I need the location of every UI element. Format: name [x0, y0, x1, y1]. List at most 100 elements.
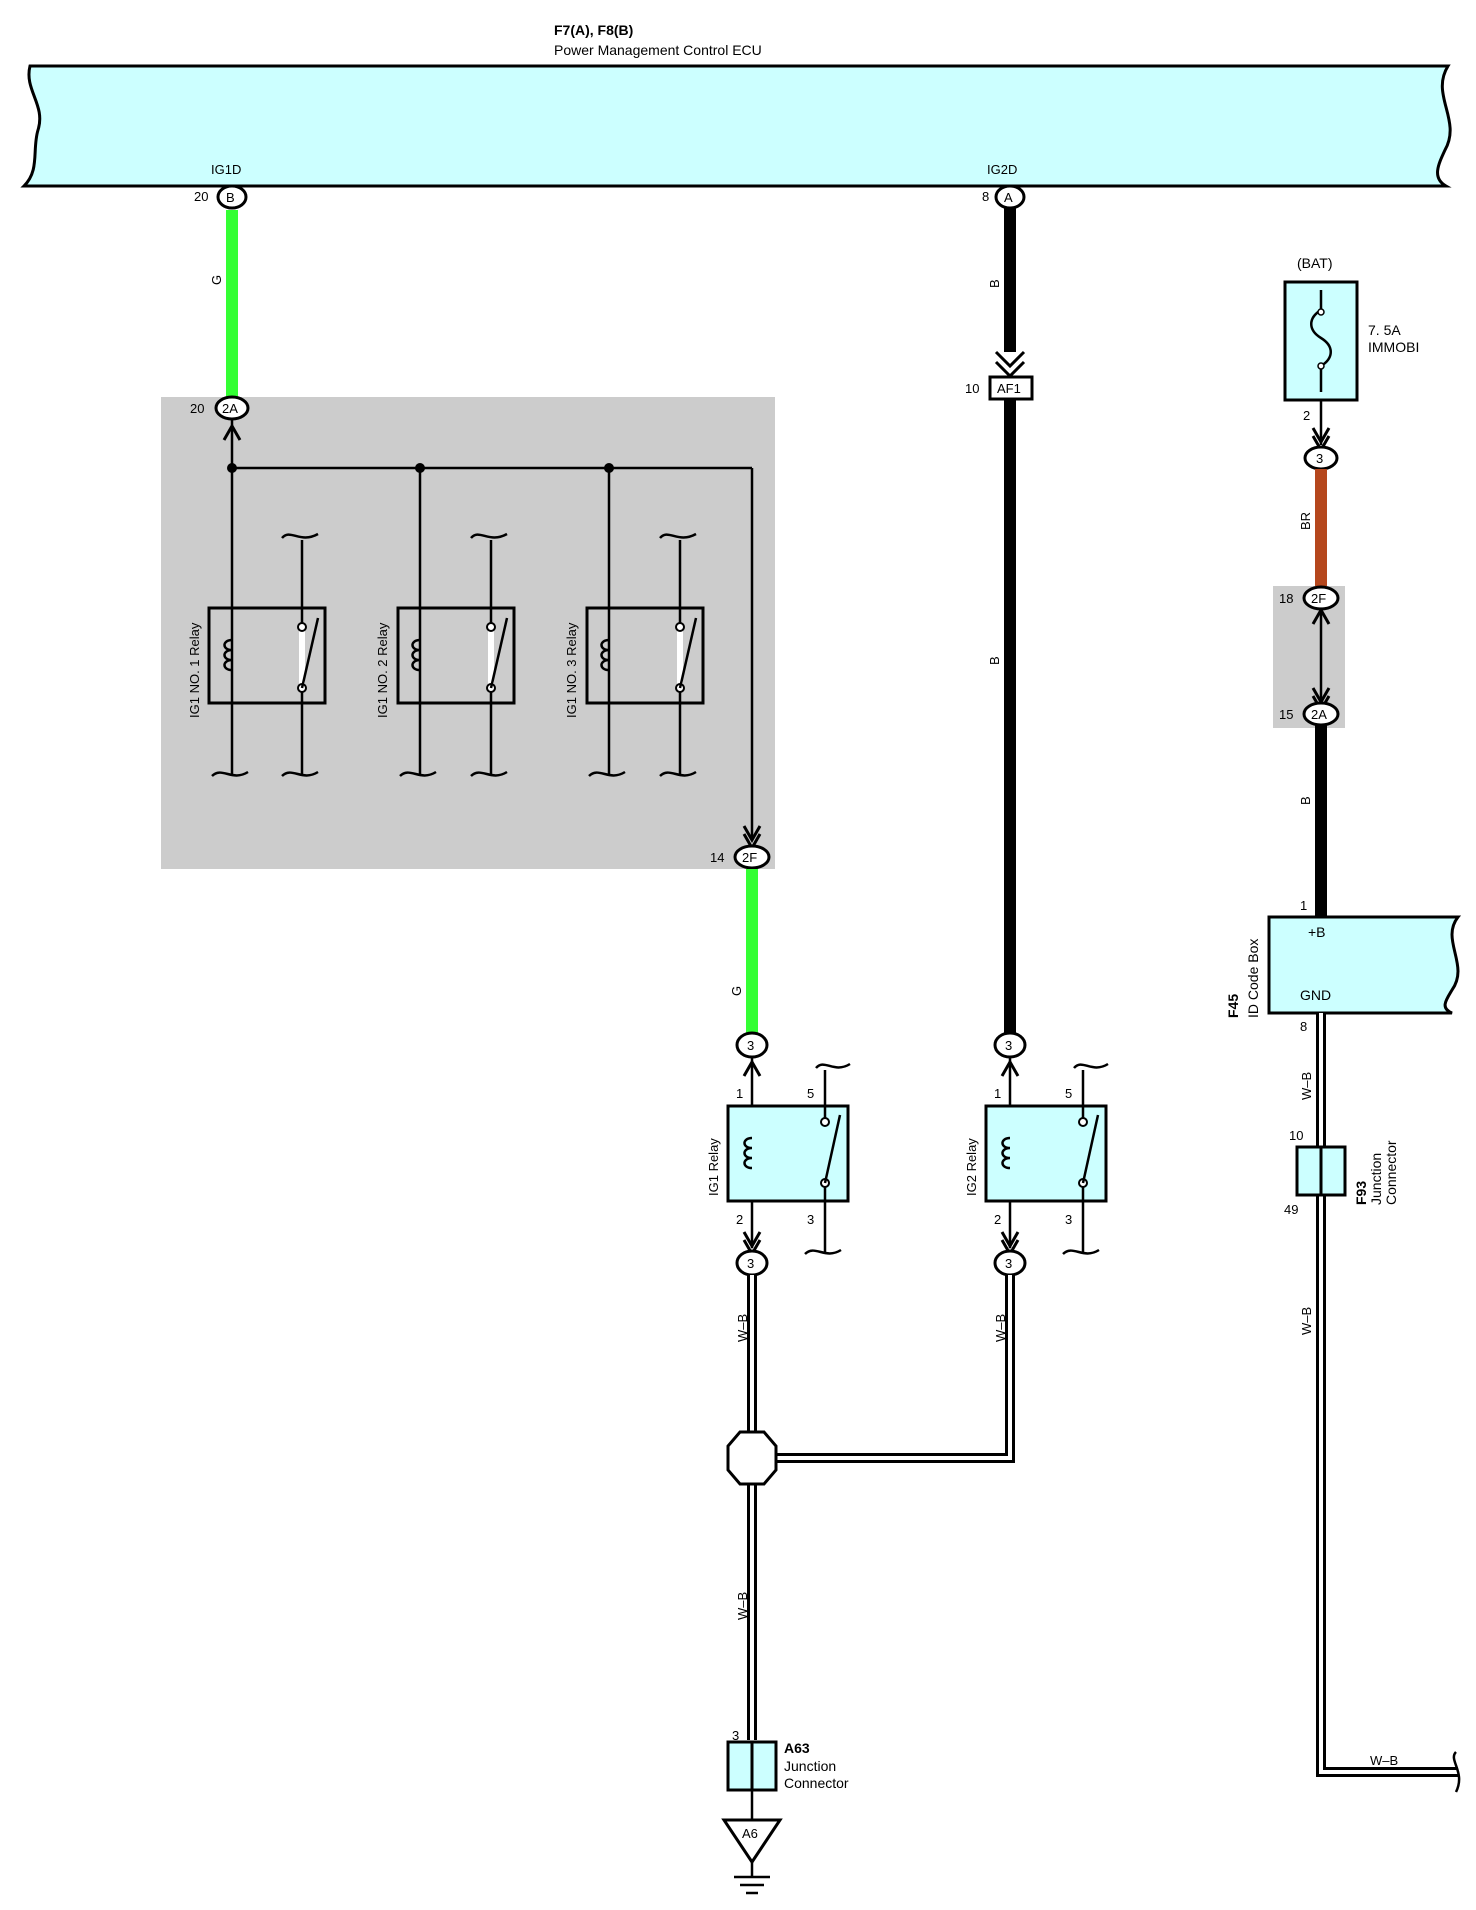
connector-3-ig1-bottom: 3 — [735, 1249, 769, 1277]
a63-pin-top: 3 — [732, 1728, 739, 1743]
block-bus-wiring — [227, 420, 754, 840]
block2-top-pin-number: 18 — [1279, 591, 1293, 606]
connector-2a-block2: 2A — [1302, 701, 1340, 727]
svg-text:AF1: AF1 — [997, 381, 1021, 396]
wire-g-ig1d — [226, 210, 238, 398]
block2-bottom-pin-number: 15 — [1279, 707, 1293, 722]
wire-label-b-ig2d-upper: B — [987, 279, 1002, 288]
wire-label-b-idbox: B — [1298, 796, 1313, 805]
wire-label-br: BR — [1298, 512, 1313, 530]
connector-2f-block-out: 2F — [733, 844, 771, 870]
ig2-relay-pin5: 5 — [1065, 1086, 1072, 1101]
a63-name-line1: Junction — [784, 1758, 836, 1774]
relay-label-ig1-no1: IG1 NO. 1 Relay — [187, 622, 202, 718]
svg-text:3: 3 — [747, 1256, 754, 1271]
wire-label-wb-f93-out: W–B — [1299, 1307, 1314, 1335]
junction-block-panel — [161, 397, 775, 869]
ecu-name-label: Power Management Control ECU — [554, 42, 762, 58]
idbox-name: ID Code Box — [1245, 939, 1261, 1018]
idbox-pin-gnd-number: 8 — [1300, 1019, 1307, 1034]
block-out-pin-number: 14 — [710, 850, 724, 865]
svg-text:2A: 2A — [222, 401, 238, 416]
wire-label-g-ig1d: G — [209, 275, 224, 285]
f93-junction-connector — [1295, 1145, 1347, 1197]
svg-text:3: 3 — [747, 1038, 754, 1053]
block-in-pin-number: 20 — [190, 401, 204, 416]
idbox-pin-gnd: GND — [1300, 987, 1331, 1003]
svg-text:2A: 2A — [1311, 707, 1327, 722]
fuse-rating: 7. 5A — [1368, 322, 1401, 338]
junction-block-panel-2 — [1273, 586, 1345, 728]
idbox-pin-b-number: 1 — [1300, 898, 1307, 913]
wire-g-block-out — [746, 869, 758, 1033]
svg-text:2F: 2F — [1311, 591, 1326, 606]
wire-br — [1315, 469, 1327, 587]
ecu-pin-20-number: 20 — [194, 189, 208, 204]
ig1-no2-relay — [396, 532, 516, 777]
ground-a6 — [721, 1818, 783, 1895]
svg-text:2F: 2F — [742, 850, 757, 865]
ig2-relay — [984, 1062, 1109, 1255]
connector-a-ecu: A — [994, 184, 1026, 210]
ecu-box — [20, 64, 1452, 188]
ecu-pin-ig2d: IG2D — [987, 162, 1017, 177]
wire-label-wb-idbox: W–B — [1299, 1072, 1314, 1100]
a63-junction-connector — [726, 1740, 778, 1792]
ig1-relay-pin5: 5 — [807, 1086, 814, 1101]
fuse-name: IMMOBI — [1368, 339, 1419, 355]
ig1-relay-pin1: 1 — [736, 1086, 743, 1101]
ecu-pin-8-number: 8 — [982, 189, 989, 204]
f93-pin-top: 10 — [1289, 1128, 1303, 1143]
wire-wb-ig2-ground — [752, 1275, 1015, 1463]
connector-3-ig2-top: 3 — [993, 1031, 1027, 1059]
f93-name-line2: Connector — [1383, 1140, 1399, 1205]
fuse-source-label: (BAT) — [1297, 255, 1333, 271]
connector-2f-block2: 2F — [1302, 585, 1340, 611]
connector-b-ecu: B — [216, 184, 248, 210]
wire-b-idbox — [1315, 725, 1327, 917]
ig1-relay-pin3: 3 — [807, 1212, 814, 1227]
wire-break-right — [1452, 1751, 1461, 1793]
wire-b-ig2d-lower — [1004, 399, 1016, 1033]
idbox-pin-b: +B — [1308, 924, 1326, 940]
svg-text:B: B — [226, 190, 235, 205]
ecu-connectors-label: F7(A), F8(B) — [554, 22, 633, 38]
arrow-af1 — [994, 350, 1026, 379]
ig1-no1-relay — [207, 532, 327, 777]
svg-text:3: 3 — [1316, 451, 1323, 466]
relay-label-ig1-no3: IG1 NO. 3 Relay — [564, 622, 579, 718]
f93-name-line1: Junction — [1368, 1153, 1384, 1205]
wire-label-wb-bottom-right: W–B — [1370, 1753, 1398, 1768]
svg-text:3: 3 — [1005, 1256, 1012, 1271]
connector-af1: AF1 — [988, 375, 1034, 401]
wire-label-wb-ig1: W–B — [735, 1314, 750, 1342]
fuse-pin-out: 2 — [1303, 408, 1310, 423]
svg-text:3: 3 — [1005, 1038, 1012, 1053]
a63-name-line2: Connector — [784, 1775, 849, 1791]
ecu-pin-ig1d: IG1D — [211, 162, 241, 177]
ground-label: A6 — [742, 1826, 758, 1841]
wire-label-wb-ig2: W–B — [993, 1314, 1008, 1342]
id-code-box — [1267, 915, 1462, 1015]
svg-text:A: A — [1004, 190, 1013, 205]
ig2-relay-pin3: 3 — [1065, 1212, 1072, 1227]
ig2-relay-label: IG2 Relay — [964, 1138, 979, 1196]
wire-label-b-ig2d-lower: B — [987, 656, 1002, 665]
idbox-id: F45 — [1225, 994, 1241, 1018]
ig1-relay-label: IG1 Relay — [706, 1138, 721, 1196]
connector-3-fuse-out: 3 — [1303, 445, 1339, 471]
ig1-relay — [726, 1062, 851, 1255]
fuse-immobi — [1283, 280, 1359, 402]
ig1-relay-pin2: 2 — [736, 1212, 743, 1227]
connector-2a-block-in: 2A — [214, 395, 250, 421]
wire-label-wb-trunk: W–B — [735, 1592, 750, 1620]
ig2-relay-pin2: 2 — [994, 1212, 1001, 1227]
ig2-relay-pin1: 1 — [994, 1086, 1001, 1101]
connector-3-ig1-top: 3 — [735, 1031, 769, 1059]
ig1-no3-relay — [585, 532, 705, 777]
connector-3-ig2-bottom: 3 — [993, 1249, 1027, 1277]
wire-wb-idbox-gnd — [1316, 1013, 1458, 1777]
wire-b-ig2d-upper — [1004, 208, 1016, 370]
f93-id: F93 — [1353, 1181, 1369, 1205]
